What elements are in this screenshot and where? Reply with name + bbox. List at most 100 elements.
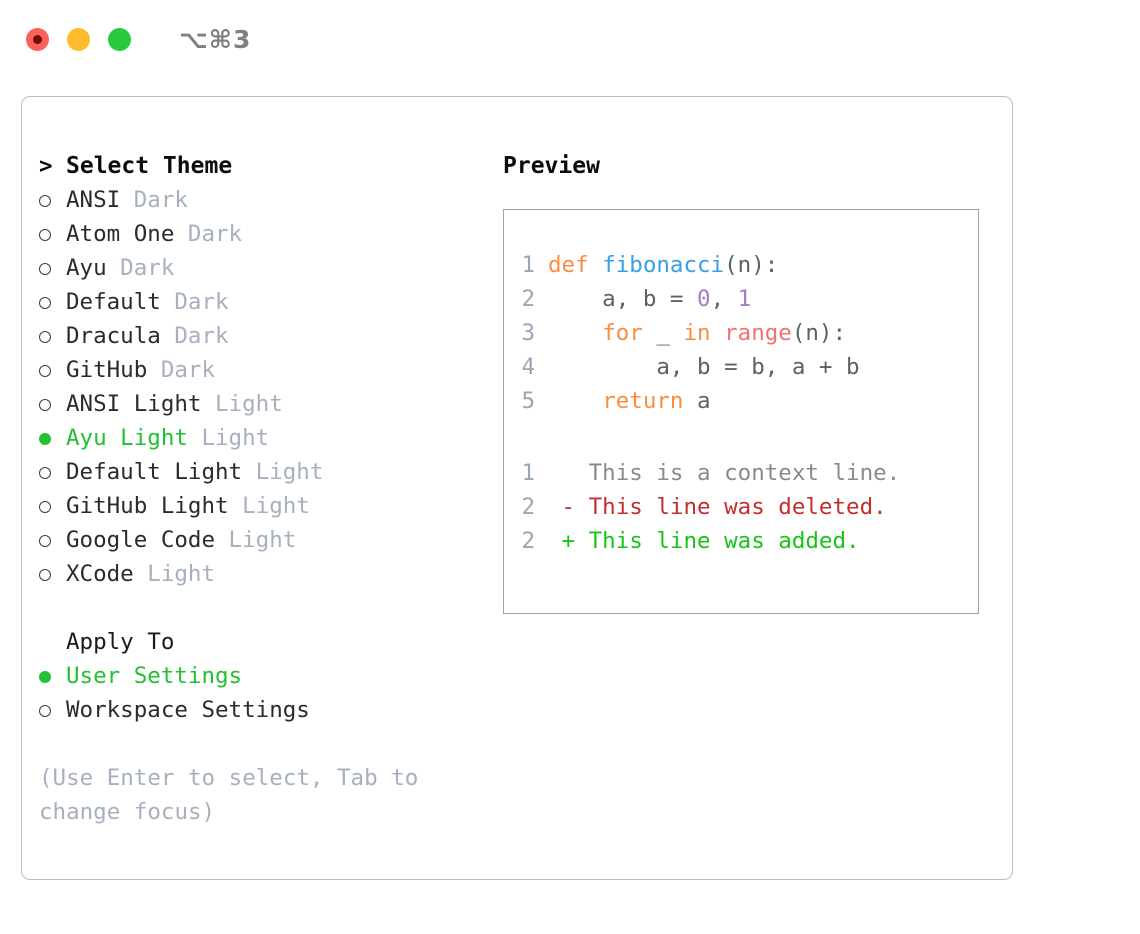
code-token-pl <box>548 388 602 414</box>
code-line: 3 for _ in range(n): <box>504 316 978 350</box>
radio-selected-icon <box>39 660 66 694</box>
theme-variant-badge: Light <box>133 561 216 587</box>
theme-variant-badge: Dark <box>174 221 243 247</box>
radio-dot <box>39 705 51 717</box>
theme-option-label: Ayu <box>66 255 107 281</box>
theme-variant-badge: Light <box>242 459 324 485</box>
diff-line-del: 2 - This line was deleted. <box>504 490 978 524</box>
theme-option-label: Ayu Light <box>66 425 188 451</box>
theme-option-label: Dracula <box>66 323 161 349</box>
theme-option-xcode[interactable]: XCode Light <box>39 557 492 591</box>
code-token-pl <box>548 320 602 346</box>
theme-option-label: Google Code <box>66 527 216 553</box>
apply-to-option-user-settings[interactable]: User Settings <box>39 659 492 693</box>
radio-unselected-icon <box>39 456 66 490</box>
radio-dot <box>39 433 51 445</box>
code-token-pl: a, b = <box>548 286 698 312</box>
apply-to-option-label: User Settings <box>66 663 243 689</box>
page-title: Select Theme <box>66 153 233 179</box>
line-number: 1 <box>521 460 535 486</box>
theme-option-ayu-light[interactable]: Ayu Light Light <box>39 421 492 455</box>
theme-option-label: GitHub Light <box>66 493 229 519</box>
radio-unselected-icon <box>39 252 66 286</box>
code-token-kw: return <box>602 388 684 414</box>
theme-option-label: GitHub <box>66 357 148 383</box>
theme-option-github-light[interactable]: GitHub Light Light <box>39 489 492 523</box>
radio-dot <box>39 671 51 683</box>
theme-variant-badge: Dark <box>147 357 216 383</box>
theme-option-default-light[interactable]: Default Light Light <box>39 455 492 489</box>
code-line-content: def fibonacci(n): <box>548 248 778 282</box>
code-line-content: a, b = 0, 1 <box>548 282 751 316</box>
line-number: 3 <box>521 320 535 346</box>
code-token-bi: range <box>724 320 792 346</box>
minimize-window-icon[interactable] <box>67 27 90 51</box>
window-titlebar: ⌥⌘3 <box>0 0 1140 78</box>
line-number: 5 <box>521 388 535 414</box>
code-line: 2 a, b = 0, 1 <box>504 282 978 316</box>
diff-line-text: This line was added. <box>588 528 860 554</box>
theme-option-github[interactable]: GitHub Dark <box>39 353 492 387</box>
line-number: 2 <box>521 494 535 520</box>
radio-dot <box>39 535 51 547</box>
keyboard-hint: (Use Enter to select, Tab to change focu… <box>39 765 419 825</box>
theme-option-label: ANSI <box>66 187 121 213</box>
code-token-fn: fibonacci <box>602 252 725 278</box>
theme-option-label: Atom One <box>66 221 175 247</box>
code-diff-separator <box>504 418 978 456</box>
code-line-content: return a <box>548 384 711 418</box>
code-line: 5 return a <box>504 384 978 418</box>
radio-dot <box>39 331 51 343</box>
radio-dot <box>39 195 51 207</box>
code-line-content: a, b = b, a + b <box>548 350 859 384</box>
code-line: 4 a, b = b, a + b <box>504 350 978 384</box>
maximize-window-icon[interactable] <box>108 27 131 51</box>
theme-option-dracula[interactable]: Dracula Dark <box>39 319 492 353</box>
apply-to-option-workspace-settings[interactable]: Workspace Settings <box>39 693 492 727</box>
code-line: 1 def fibonacci(n): <box>504 248 978 282</box>
theme-option-label: Default Light <box>66 459 243 485</box>
radio-unselected-icon <box>39 694 66 728</box>
theme-variant-badge: Dark <box>120 187 188 213</box>
theme-option-atom-one[interactable]: Atom One Dark <box>39 217 492 251</box>
code-token-pl: (n): <box>724 252 779 278</box>
line-number: 4 <box>521 354 535 380</box>
close-window-icon[interactable] <box>26 27 49 51</box>
theme-variant-badge: Light <box>228 493 310 519</box>
theme-variant-badge: Light <box>201 391 283 417</box>
line-number: 1 <box>521 252 535 278</box>
code-token-pl: a <box>683 388 711 414</box>
diff-marker <box>548 456 589 490</box>
radio-dot <box>39 501 51 513</box>
code-token-kw: def <box>548 252 603 278</box>
theme-option-label: Default <box>66 289 161 315</box>
radio-dot <box>39 569 51 581</box>
radio-dot <box>39 263 51 275</box>
radio-selected-icon <box>39 422 66 456</box>
code-token-num: 1 <box>737 286 752 312</box>
diff-line-text: This line was deleted. <box>588 494 887 520</box>
radio-unselected-icon <box>39 524 66 558</box>
radio-unselected-icon <box>39 286 66 320</box>
theme-option-ansi[interactable]: ANSI Dark <box>39 183 492 217</box>
line-number: 2 <box>521 286 535 312</box>
theme-option-default[interactable]: Default Dark <box>39 285 492 319</box>
code-token-pl: , <box>710 286 738 312</box>
code-token-kw: for <box>602 320 643 346</box>
radio-unselected-icon <box>39 184 66 218</box>
radio-unselected-icon <box>39 218 66 252</box>
line-number: 2 <box>521 528 535 554</box>
window-title: ⌥⌘3 <box>179 24 252 54</box>
theme-option-ansi-light[interactable]: ANSI Light Light <box>39 387 492 421</box>
theme-option-label: XCode <box>66 561 134 587</box>
code-token-pl <box>711 320 725 346</box>
theme-option-google-code[interactable]: Google Code Light <box>39 523 492 557</box>
apply-to-header: Apply To <box>39 625 492 659</box>
radio-dot <box>39 399 51 411</box>
apply-to-label: Apply To <box>66 629 175 655</box>
theme-option-ayu[interactable]: Ayu Dark <box>39 251 492 285</box>
